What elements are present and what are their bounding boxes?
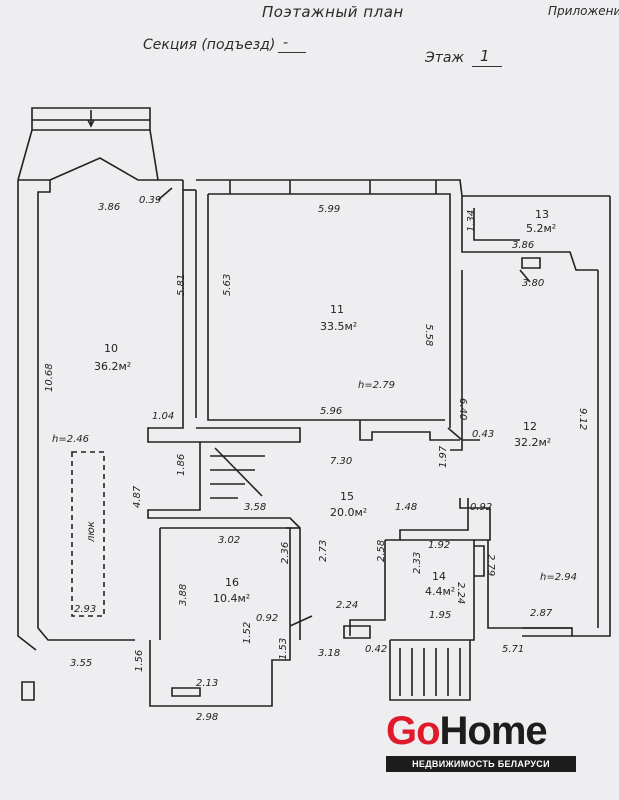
- room-14-area: 4.4м²: [425, 585, 455, 598]
- dimension: 2.98: [196, 712, 218, 723]
- logo-wordmark: GoHome: [386, 708, 548, 754]
- dimension: 0.92: [256, 613, 278, 624]
- room-16-number: 16: [225, 576, 239, 589]
- dimension: 1.53: [278, 638, 289, 660]
- logo-home: Home: [439, 709, 548, 753]
- dimension: 7.30: [330, 456, 352, 467]
- dimension: 10.68: [44, 363, 55, 392]
- floor-value: 1: [480, 47, 490, 65]
- gohome-logo: GoHome НЕДВИЖИМОСТЬ БЕЛАРУСИ: [386, 708, 576, 772]
- room-13-area: 5.2м²: [526, 222, 556, 235]
- appendix-label: Приложени: [548, 4, 619, 18]
- dimension: 5.71: [502, 644, 524, 655]
- room-13-number: 13: [535, 208, 549, 221]
- dimension: 2.13: [196, 678, 218, 689]
- room-14-number: 14: [432, 570, 446, 583]
- room-labels: 10 36.2м² 11 33.5м² 12 32.2м² 13 5.2м² 1…: [52, 208, 577, 605]
- section-underline: [278, 52, 306, 53]
- dimension: 3.88: [178, 584, 189, 606]
- dimension: 2.73: [318, 540, 329, 562]
- dimension: 3.18: [318, 648, 340, 659]
- dimension: 1.04: [152, 411, 174, 422]
- dimension: 2.24: [336, 600, 358, 611]
- dimension: 2.24: [455, 582, 466, 604]
- dimension: 3.86: [98, 202, 120, 213]
- dimension: 0.92: [470, 502, 492, 513]
- dimension: 5.63: [222, 274, 233, 296]
- section-value: -: [283, 35, 289, 51]
- dimension: 6.40: [457, 398, 468, 420]
- room-12-area: 32.2м²: [514, 436, 551, 449]
- height-room-10: h=2.46: [52, 434, 89, 445]
- room-16-area: 10.4м²: [213, 592, 250, 605]
- room-11-area: 33.5м²: [320, 320, 357, 333]
- floor-label: Этаж: [425, 50, 465, 66]
- dimension: 5.99: [318, 204, 340, 215]
- dimension: 1.95: [429, 610, 451, 621]
- dimension: 5.81: [176, 274, 187, 296]
- room-12-number: 12: [523, 420, 537, 433]
- room-15-number: 15: [340, 490, 354, 503]
- dimension: 1.97: [438, 445, 449, 468]
- height-room-11: h=2.79: [358, 380, 395, 391]
- plan-title: Поэтажный план: [262, 3, 404, 21]
- dimension: 3.86: [512, 240, 534, 251]
- dimension: 3.80: [522, 278, 544, 289]
- dimension: 2.33: [412, 552, 423, 574]
- dimension: 1.56: [134, 650, 145, 672]
- section-label: Секция (подъезд): [143, 37, 276, 53]
- dimension: 3.58: [244, 502, 266, 513]
- dimension: 4.87: [132, 485, 143, 508]
- dimension: 1.48: [395, 502, 417, 513]
- walls: [17, 107, 611, 707]
- dimension: 1.92: [428, 540, 450, 551]
- dimension: 0.39: [139, 195, 161, 206]
- dimension: 2.58: [376, 540, 387, 562]
- dimension: 5.58: [423, 324, 434, 346]
- height-room-12: h=2.94: [540, 572, 577, 583]
- room-10-number: 10: [104, 342, 118, 355]
- dimension: 3.02: [218, 535, 240, 546]
- dimension: 0.42: [365, 644, 387, 655]
- dimension: 2.87: [530, 608, 553, 619]
- logo-go: Go: [386, 709, 441, 753]
- dimension: 1.52: [242, 622, 253, 644]
- dimension: 5.96: [320, 406, 342, 417]
- floor-underline: [472, 66, 502, 67]
- logo-tagline: НЕДВИЖИМОСТЬ БЕЛАРУСИ: [386, 756, 576, 772]
- dimension: 0.43: [472, 429, 494, 440]
- dimension-labels: 3.86 0.39 5.99 1.34 3.86 3.80 5.81 5.63 …: [44, 195, 588, 723]
- room-11-number: 11: [330, 303, 344, 316]
- room-15-area: 20.0м²: [330, 506, 367, 519]
- dimension: 2.93: [74, 604, 96, 615]
- dimension: 2.36: [280, 542, 291, 564]
- room-10-area: 36.2м²: [94, 360, 131, 373]
- dimension: 9.12: [577, 408, 588, 430]
- dimension: 1.86: [176, 454, 187, 476]
- dimension: 3.55: [70, 658, 92, 669]
- hatch-label: люк: [86, 521, 97, 543]
- dimension: 1.34: [466, 210, 477, 232]
- dimension: 2.79: [485, 554, 496, 576]
